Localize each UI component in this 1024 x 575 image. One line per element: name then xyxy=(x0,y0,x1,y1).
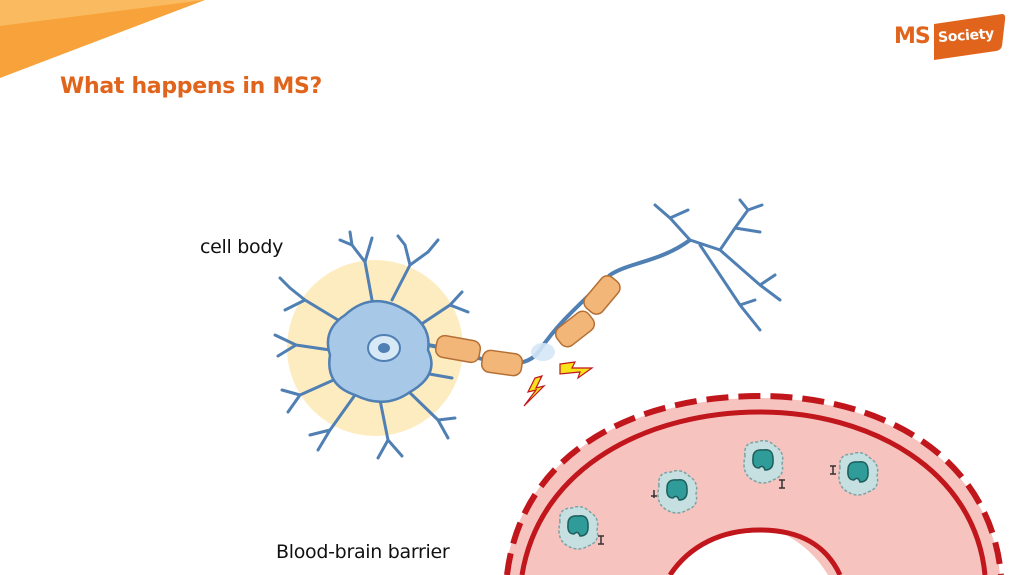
axon-terminal xyxy=(653,198,782,332)
immune-cell xyxy=(651,469,698,514)
barrier-dashed-line xyxy=(504,392,1004,575)
immune-cells xyxy=(558,439,879,550)
logo-ms-text: MS xyxy=(894,24,931,49)
blood-brain-barrier-label: Blood-brain barrier xyxy=(276,541,450,563)
immune-cell xyxy=(830,451,879,496)
damaged-myelin-glow xyxy=(531,343,555,361)
cell-body-label: cell body xyxy=(200,236,284,258)
immune-cell xyxy=(743,439,785,489)
lightning-bolt-icon xyxy=(523,375,546,407)
lightning-bolt-icon xyxy=(559,361,594,380)
corner-decoration xyxy=(0,0,205,78)
axon xyxy=(427,238,692,377)
vessel-inner-line xyxy=(667,527,843,575)
immune-cell xyxy=(558,505,604,550)
dendrites xyxy=(273,230,470,460)
vessel-outer-line xyxy=(519,409,988,575)
neuron xyxy=(273,198,782,460)
ms-society-logo: MS Society xyxy=(894,12,1006,62)
logo-flag-shape xyxy=(934,14,1006,60)
slide-title: What happens in MS? xyxy=(60,74,322,99)
myelin-sheath xyxy=(434,275,621,377)
blood-vessel xyxy=(504,392,1004,575)
